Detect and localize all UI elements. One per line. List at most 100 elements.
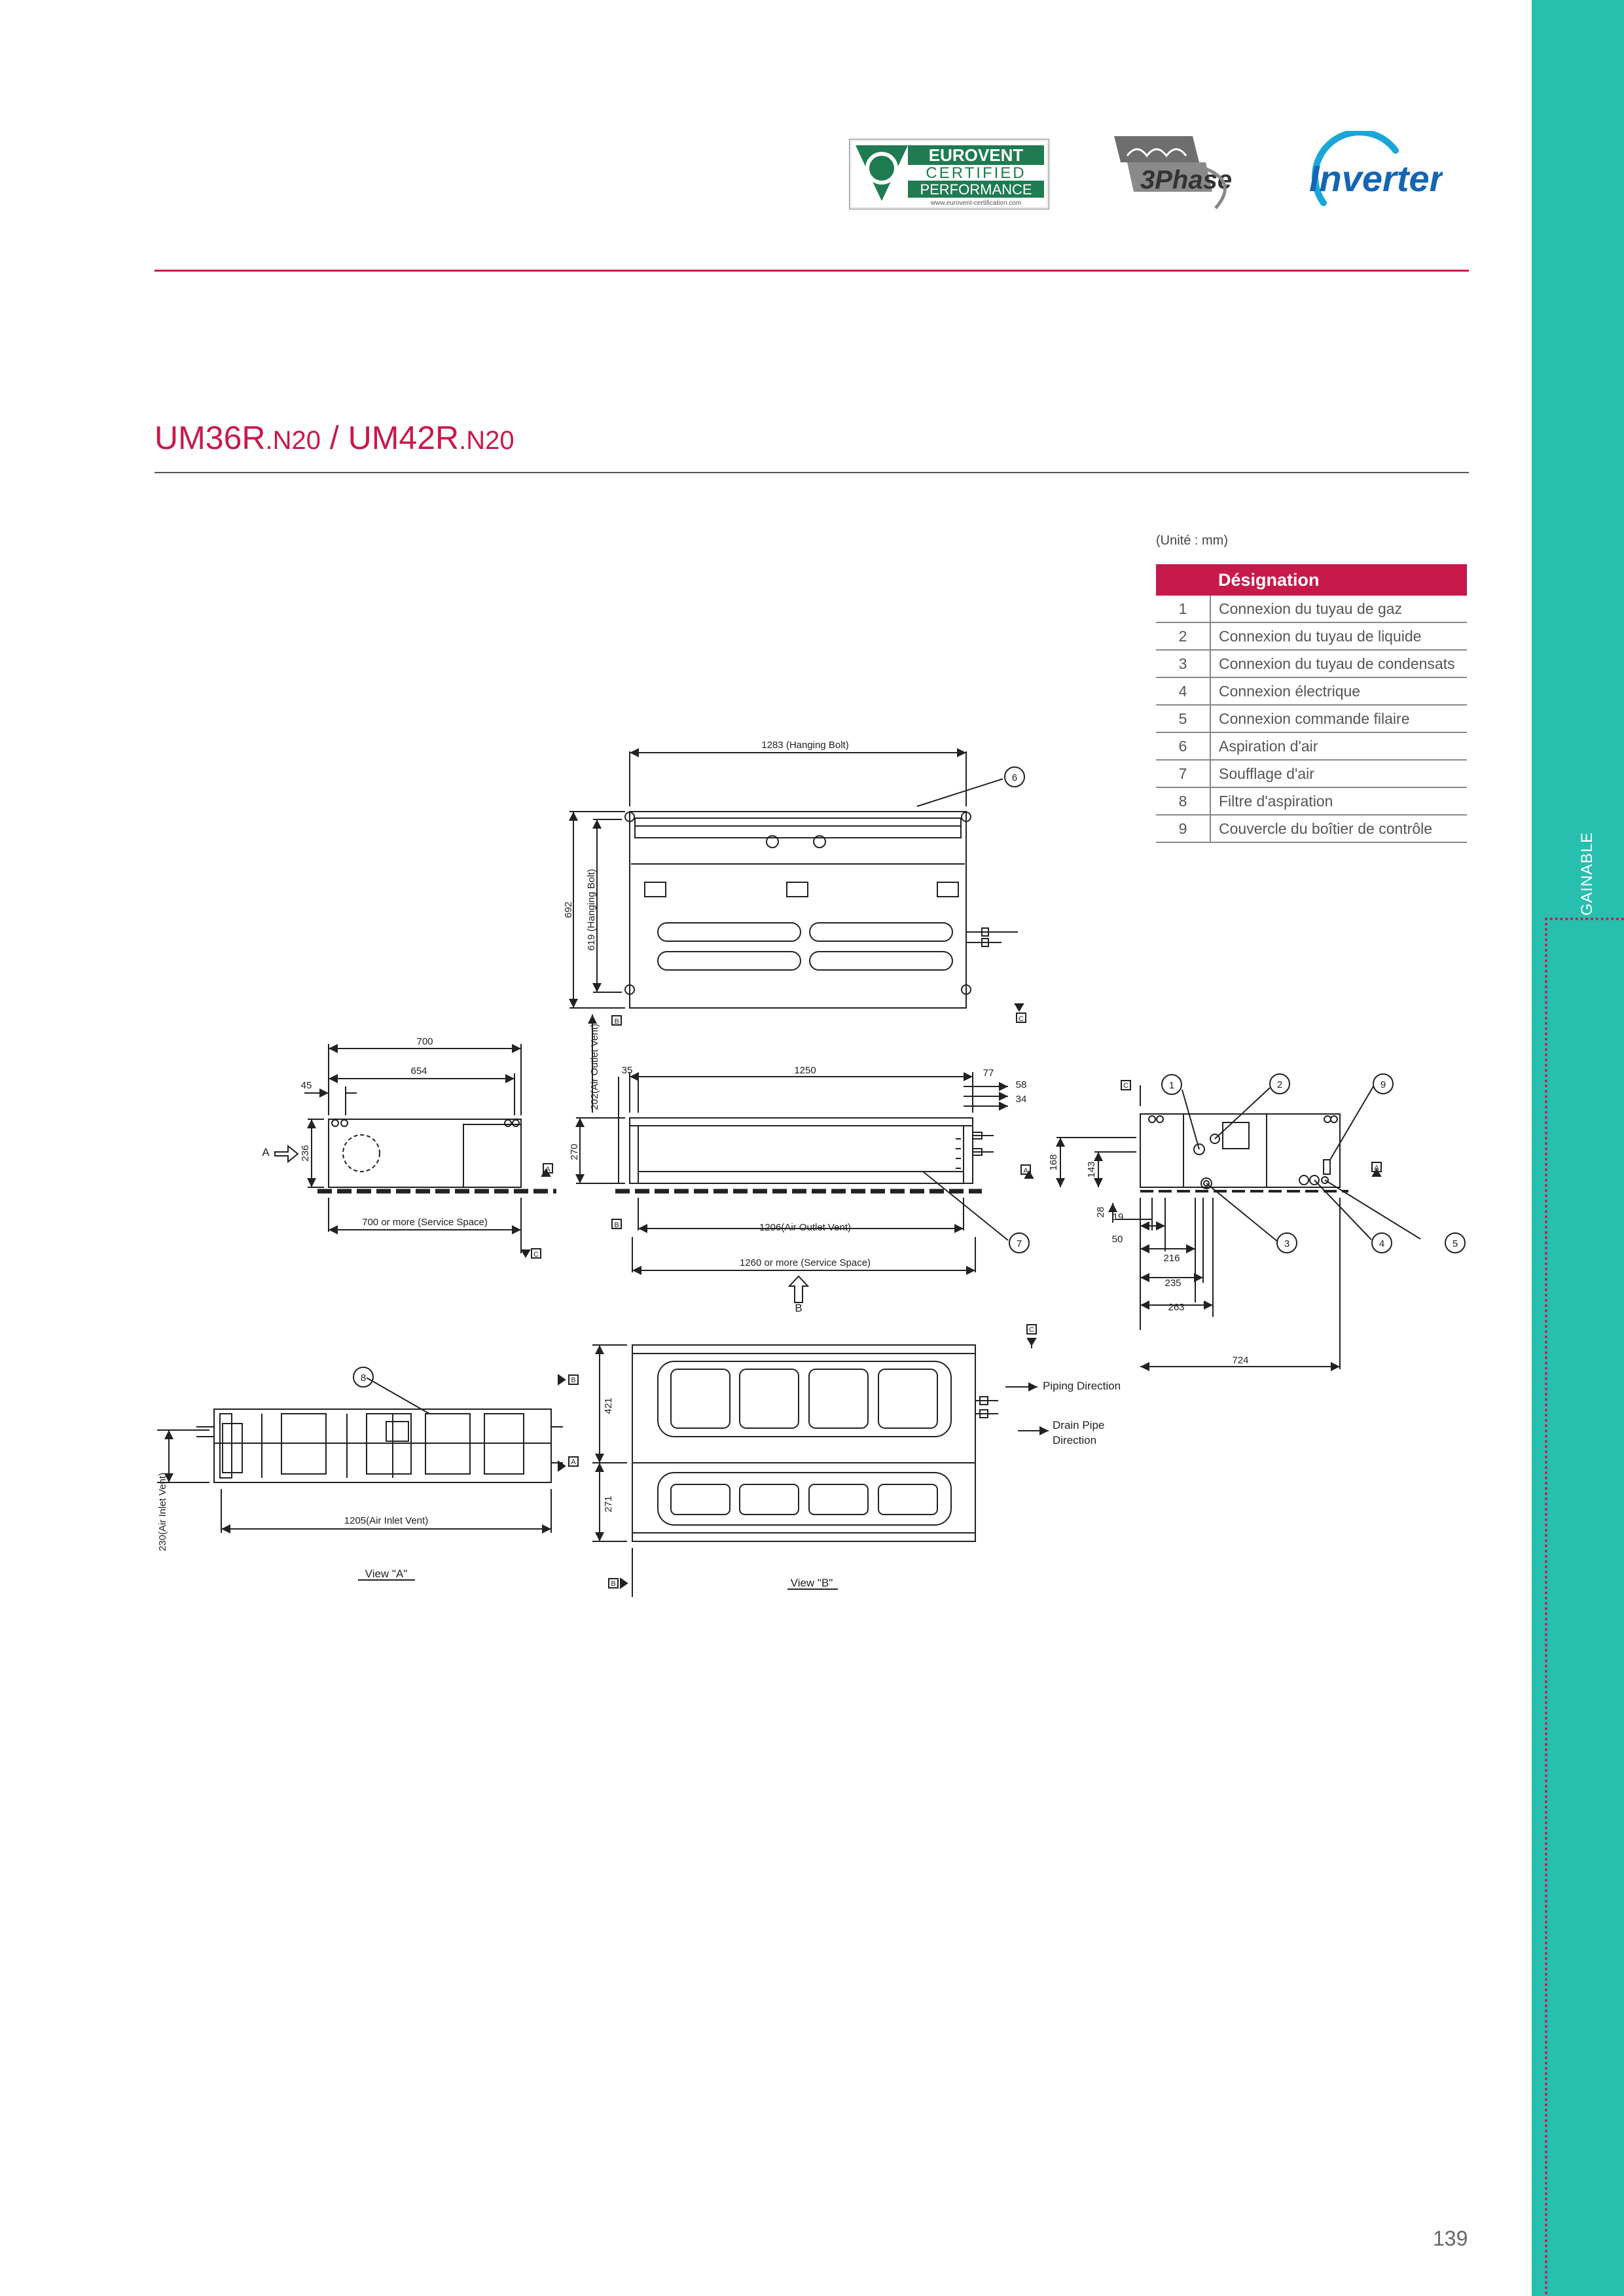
header-rule <box>154 270 1469 272</box>
legend-label: Connexion commande filaire <box>1210 705 1467 733</box>
piping-direction-label: Piping Direction <box>1043 1380 1121 1392</box>
legend-header: Désignation <box>1210 564 1467 596</box>
title-rule <box>154 472 1469 473</box>
legend-label: Connexion du tuyau de condensats <box>1210 650 1467 678</box>
top-view <box>569 748 1026 1026</box>
drain-direction-label-2: Direction <box>1053 1434 1096 1446</box>
3phase-text: 3Phase <box>1140 166 1232 194</box>
ref-c-right: C <box>1123 1082 1128 1090</box>
callout-5: 5 <box>1453 1238 1458 1249</box>
dim-236: 236 <box>300 1145 311 1161</box>
legend-label: Connexion électrique <box>1210 677 1467 706</box>
view-a <box>157 1367 579 1581</box>
callout-2: 2 <box>1277 1079 1282 1090</box>
dim-143: 143 <box>1086 1161 1097 1177</box>
dim-outlet-height: 202(Air Outlet Vent) <box>589 1024 600 1110</box>
page-title: UM36R.N20 / UM42R.N20 <box>154 419 514 457</box>
legend-label: Filtre d'aspiration <box>1210 787 1467 816</box>
legend-num: 4 <box>1156 677 1210 706</box>
page-number: 139 <box>1433 2227 1468 2250</box>
arrow-label-a: A <box>262 1146 270 1158</box>
legend-num: 1 <box>1156 596 1210 623</box>
dim-hanging-bolt-width: 1283 (Hanging Bolt) <box>761 740 848 751</box>
callout-3: 3 <box>1284 1238 1290 1249</box>
dim-263: 263 <box>1168 1302 1184 1313</box>
view-a-caption: View "A" <box>365 1568 408 1580</box>
legend-label: Connexion du tuyau de liquide <box>1210 622 1467 651</box>
dim-421: 421 <box>603 1397 614 1414</box>
ref-b-view-b: B <box>611 1580 615 1588</box>
view-b-caption: View "B" <box>791 1577 833 1589</box>
legend-num: 5 <box>1156 705 1210 733</box>
ref-c-view-b: C <box>1029 1326 1034 1334</box>
dim-700: 700 <box>416 1036 433 1047</box>
ref-b-top: B <box>614 1018 619 1026</box>
dim-service-space-side: 700 or more (Service Space) <box>362 1217 488 1228</box>
drain-direction-label-1: Drain Pipe <box>1053 1419 1104 1431</box>
ref-a-side: A <box>545 1166 550 1174</box>
ref-a-front: A <box>1023 1167 1028 1175</box>
ref-c-top: C <box>1019 1015 1024 1023</box>
dim-34: 34 <box>1016 1094 1027 1105</box>
3phase-logo: 3Phase <box>1114 136 1232 209</box>
ref-b-front: B <box>614 1221 619 1229</box>
dim-width-1250: 1250 <box>794 1065 816 1076</box>
inverter-text: Inverter <box>1309 158 1443 199</box>
legend-num: 3 <box>1156 650 1210 678</box>
legend-label: Soufflage d'air <box>1210 760 1467 788</box>
dim-height-270: 270 <box>569 1143 580 1160</box>
eurovent-line1: EUROVENT <box>929 145 1024 165</box>
arrow-label-b: B <box>795 1302 802 1314</box>
title-model-1: UM36R <box>154 420 266 456</box>
title-model-2: UM42R <box>348 420 460 456</box>
inverter-logo: Inverter <box>1309 131 1443 206</box>
dim-outlet-width: 1206(Air Outlet Vent) <box>759 1222 851 1233</box>
dim-depth: 692 <box>563 901 574 918</box>
ref-a-view-a: A <box>571 1458 576 1466</box>
legend-label: Aspiration d'air <box>1210 732 1467 761</box>
dim-271: 271 <box>603 1496 614 1512</box>
title-suffix-1: .N20 <box>265 426 321 455</box>
legend-num: 8 <box>1156 787 1210 816</box>
ref-c-side: C <box>533 1251 539 1259</box>
dim-50: 50 <box>1112 1234 1123 1245</box>
eurovent-url: www.eurovent-certification.com <box>930 200 1021 207</box>
eurovent-line2: CERTIFIED <box>926 164 1026 182</box>
legend-num: 2 <box>1156 622 1210 651</box>
callout-7: 7 <box>1017 1238 1022 1249</box>
legend-header-num <box>1156 564 1210 596</box>
dim-35: 35 <box>622 1065 633 1076</box>
front-view <box>575 1014 1034 1303</box>
view-b <box>592 1324 1049 1597</box>
legend-header-row: Désignation <box>1156 564 1467 596</box>
callout-1: 1 <box>1169 1080 1174 1091</box>
sidebar-dotted-divider <box>1545 918 1624 2296</box>
eurovent-line3: PERFORMANCE <box>920 181 1032 198</box>
dim-216: 216 <box>1163 1253 1180 1264</box>
dim-28: 28 <box>1095 1207 1106 1218</box>
title-separator: / <box>320 420 348 456</box>
ref-a-right: A <box>1374 1164 1379 1172</box>
callout-8: 8 <box>361 1372 366 1384</box>
dim-hanging-bolt-depth: 619 (Hanging Bolt) <box>586 869 597 950</box>
unit-note: (Unité : mm) <box>1156 533 1228 548</box>
dim-19: 19 <box>1113 1211 1124 1223</box>
title-suffix-2: .N20 <box>459 426 514 455</box>
legend-num: 9 <box>1156 815 1210 843</box>
legend-label: Couvercle du boîtier de contrôle <box>1210 815 1467 843</box>
ref-b-view-a: B <box>571 1376 575 1384</box>
dim-77: 77 <box>983 1067 994 1079</box>
callout-6: 6 <box>1012 772 1017 783</box>
eurovent-logo: EUROVENT CERTIFIED PERFORMANCE www.eurov… <box>849 139 1049 209</box>
dim-235: 235 <box>1164 1278 1181 1289</box>
dim-724: 724 <box>1232 1355 1248 1366</box>
